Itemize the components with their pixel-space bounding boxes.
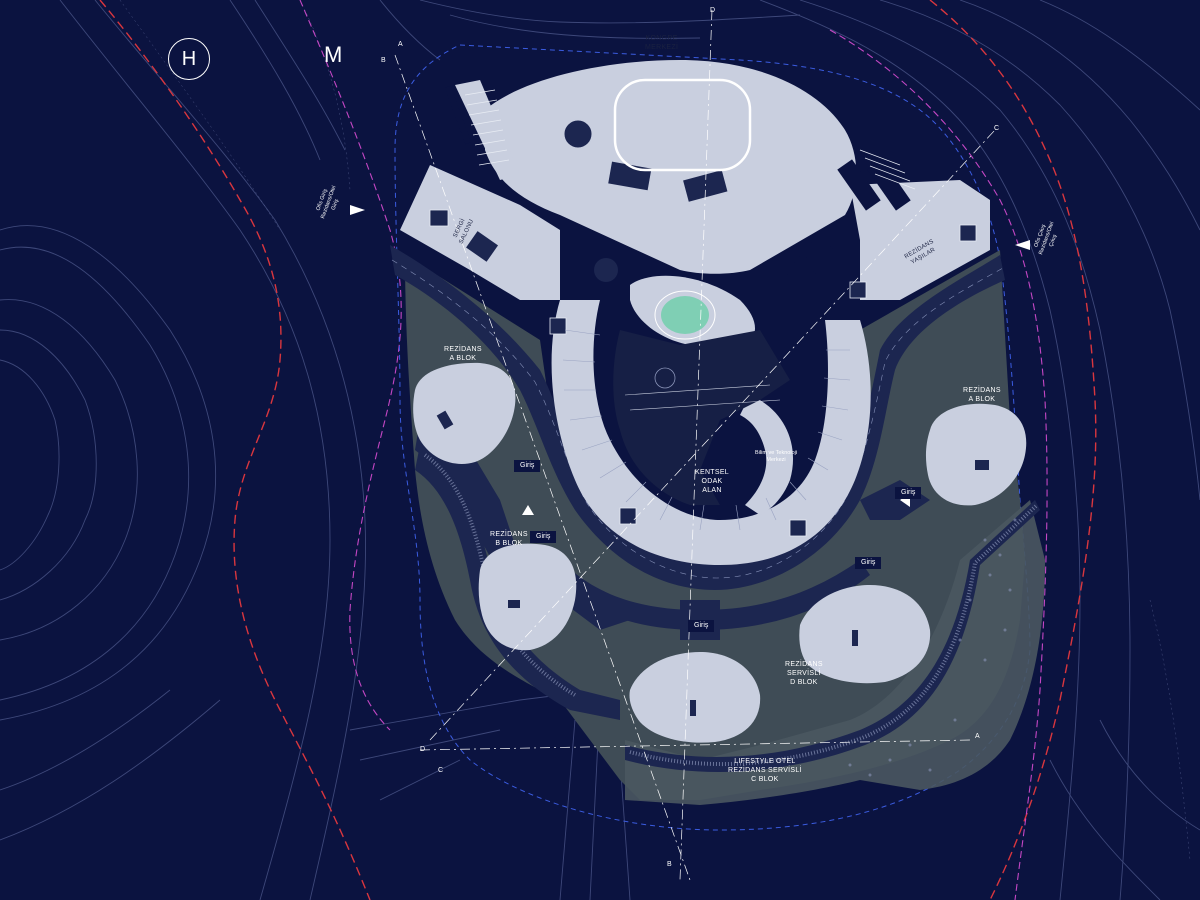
giris-tag-1: Giriş xyxy=(514,460,541,472)
marker-h: H xyxy=(168,38,210,80)
section-b-bottom: B xyxy=(667,861,672,868)
round-stair xyxy=(563,119,593,149)
section-d-top: D xyxy=(710,7,716,14)
label-rezidans-a-left: REZİDANS A BLOK xyxy=(444,346,482,362)
boundary-magenta xyxy=(299,0,402,731)
residence-pods xyxy=(413,362,1027,743)
label-rezidans-d: REZİDANS SERVİSLİ D BLOK xyxy=(785,661,823,686)
ring-divisions xyxy=(562,329,851,531)
boundary-red-right xyxy=(929,0,1097,900)
section-d-bottom: D xyxy=(420,746,426,753)
pool xyxy=(661,296,709,334)
label-lifestyle-otel: LIFESTYLE OTEL REZİDANS SERVİSLİ C BLOK xyxy=(728,758,802,783)
section-c-right: C xyxy=(994,125,1000,132)
pod-c xyxy=(629,652,761,743)
giris-tag-4: Giriş xyxy=(855,557,882,569)
cores xyxy=(444,85,911,277)
pod-details xyxy=(436,161,989,716)
label-kentsel-odak-alan: KENTSEL ODAK ALAN xyxy=(695,469,729,494)
section-a-bottom: A xyxy=(975,733,980,740)
label-rezidans-b: REZİDANS B BLOK xyxy=(490,531,528,547)
courtyard xyxy=(613,330,790,505)
label-bilim: Bilim ve Teknoloji Merkezi xyxy=(755,450,798,463)
pod-a-left xyxy=(413,362,516,464)
pod-d xyxy=(799,585,931,684)
label-rezidans-a-right: REZİDANS A BLOK xyxy=(963,387,1001,403)
label-kongre-merkezi: KONGRE MERKEZİ xyxy=(645,35,679,51)
buildings xyxy=(400,60,990,565)
giris-tag-5: Giriş xyxy=(688,620,715,632)
ramp-band-right xyxy=(625,500,1040,772)
landscape-strip xyxy=(625,500,1045,805)
ramp-band-left xyxy=(415,445,620,720)
section-c-bottom: C xyxy=(438,767,444,774)
section-a-top: A xyxy=(398,41,403,48)
boundary-magenta-right xyxy=(829,29,1048,900)
giris-tag-3: Giriş xyxy=(895,487,922,499)
section-lines xyxy=(394,9,996,881)
ramp-hatch-left xyxy=(423,453,577,697)
road-edge xyxy=(391,259,1004,579)
cores-small xyxy=(429,209,977,537)
giris-tag-2: Giriş xyxy=(530,531,557,543)
planting-dots xyxy=(848,518,1017,777)
ramp-hatch-right xyxy=(629,503,1039,767)
main-hall xyxy=(613,78,752,172)
pod-a-right xyxy=(925,403,1027,506)
marker-m: M xyxy=(324,42,343,67)
pod-b xyxy=(478,543,577,651)
boundary-red xyxy=(99,0,371,900)
stair-hatches xyxy=(464,89,916,190)
section-b-top: B xyxy=(381,57,386,64)
boundary-blue xyxy=(394,44,1031,831)
round-void xyxy=(594,258,618,282)
